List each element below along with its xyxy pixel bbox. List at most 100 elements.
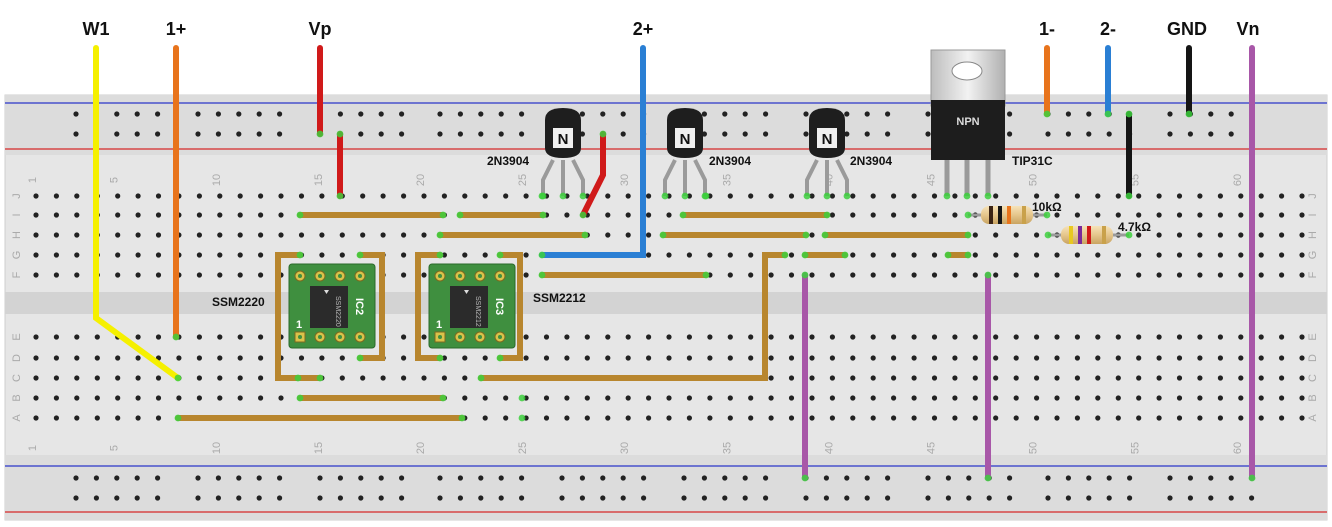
breadboard-hole xyxy=(763,475,769,481)
breadboard-hole xyxy=(870,334,876,340)
connection-marker xyxy=(823,192,831,200)
breadboard-hole xyxy=(360,375,366,381)
column-number: 45 xyxy=(925,174,937,186)
breadboard-hole xyxy=(155,232,162,238)
breadboard-hole xyxy=(686,334,693,340)
breadboard-hole xyxy=(646,232,652,238)
breadboard-hole xyxy=(911,415,917,421)
breadboard-hole xyxy=(1013,375,1019,381)
breadboard-hole xyxy=(1106,131,1112,137)
breadboard-hole xyxy=(1279,193,1285,199)
breadboard-hole xyxy=(73,495,79,501)
breadboard-hole xyxy=(1086,495,1092,501)
breadboard-hole xyxy=(559,495,565,501)
breadboard-hole xyxy=(1299,272,1305,278)
breadboard-hole xyxy=(666,212,672,218)
breadboard-hole xyxy=(1086,111,1092,117)
breadboard-hole xyxy=(457,495,463,501)
connection-marker xyxy=(702,271,710,279)
breadboard-hole xyxy=(1065,495,1071,501)
breadboard-hole xyxy=(600,495,606,501)
connection-marker xyxy=(943,192,951,200)
breadboard-hole xyxy=(722,131,728,137)
breadboard-hole xyxy=(258,252,264,258)
breadboard-hole xyxy=(1054,193,1060,199)
breadboard-hole xyxy=(972,355,978,361)
connection-marker xyxy=(294,374,302,382)
breadboard-hole xyxy=(646,395,652,401)
column-number: 20 xyxy=(415,174,427,186)
q2-label: 2N3904 xyxy=(709,154,751,168)
breadboard-hole xyxy=(74,395,80,401)
connection-marker xyxy=(984,271,992,279)
external-wires xyxy=(93,45,1192,381)
breadboard-hole xyxy=(722,111,728,117)
breadboard-hole xyxy=(378,111,384,117)
breadboard-hole xyxy=(215,495,221,501)
breadboard-hole xyxy=(1095,252,1101,258)
breadboard-hole xyxy=(115,355,121,361)
connection-marker xyxy=(1125,192,1133,200)
row-letter: F xyxy=(11,271,23,278)
column-number: 10 xyxy=(211,174,223,186)
breadboard-hole xyxy=(1095,375,1101,381)
ic2-name-label: SSM2220 xyxy=(212,295,265,309)
breadboard-hole xyxy=(519,111,525,117)
breadboard-hole xyxy=(135,193,141,199)
connection-marker xyxy=(518,394,526,402)
connection-marker xyxy=(702,192,710,200)
breadboard-hole xyxy=(605,415,611,421)
breadboard-hole xyxy=(1065,475,1071,481)
connection-marker xyxy=(1104,110,1112,118)
breadboard-hole xyxy=(993,415,999,421)
breadboard-hole xyxy=(53,232,60,238)
breadboard-hole xyxy=(986,495,992,501)
breadboard-hole xyxy=(931,334,938,340)
breadboard-hole xyxy=(1299,355,1305,361)
breadboard-hole xyxy=(1074,212,1080,218)
connection-marker xyxy=(821,231,829,239)
breadboard-hole xyxy=(625,355,631,361)
breadboard-hole xyxy=(93,475,99,481)
breadboard-hole xyxy=(993,193,999,199)
breadboard-hole xyxy=(850,193,856,199)
connection-marker xyxy=(439,211,447,219)
breadboard-hole xyxy=(482,415,488,421)
breadboard-hole xyxy=(1115,355,1121,361)
breadboard-hole xyxy=(380,375,386,381)
breadboard-hole xyxy=(1167,475,1173,481)
connection-marker xyxy=(679,211,687,219)
breadboard-hole xyxy=(891,252,897,258)
breadboard-hole xyxy=(256,111,262,117)
breadboard-hole xyxy=(53,375,60,381)
breadboard-hole xyxy=(1013,355,1019,361)
ic3-chip: 1 SSM2212 IC3 xyxy=(428,263,516,349)
breadboard-hole xyxy=(564,334,570,340)
gnd-label: GND xyxy=(1167,19,1207,39)
breadboard-hole xyxy=(748,355,754,361)
column-number: 1 xyxy=(27,177,39,183)
breadboard-hole xyxy=(503,415,509,421)
breadboard-hole xyxy=(217,193,223,199)
ic2-ref-label: IC2 xyxy=(353,298,365,315)
breadboard-hole xyxy=(1095,415,1101,421)
breadboard-hole xyxy=(993,232,999,238)
breadboard-hole xyxy=(911,375,917,381)
breadboard-hole xyxy=(543,355,550,361)
breadboard-hole xyxy=(1034,272,1040,278)
breadboard-hole xyxy=(237,395,243,401)
breadboard-hole xyxy=(135,375,141,381)
column-number: 25 xyxy=(517,174,529,186)
breadboard-hole xyxy=(891,415,897,421)
connection-marker xyxy=(1125,110,1133,118)
column-number: 50 xyxy=(1028,442,1040,454)
jumper-wire xyxy=(357,252,385,361)
one-minus-label: 1- xyxy=(1039,19,1055,39)
breadboard-hole xyxy=(605,395,611,401)
breadboard-hole xyxy=(339,252,345,258)
row-letter: C xyxy=(11,374,23,382)
breadboard-hole xyxy=(196,232,202,238)
breadboard-hole xyxy=(258,212,264,218)
breadboard-hole xyxy=(564,212,570,218)
breadboard-hole xyxy=(727,272,733,278)
